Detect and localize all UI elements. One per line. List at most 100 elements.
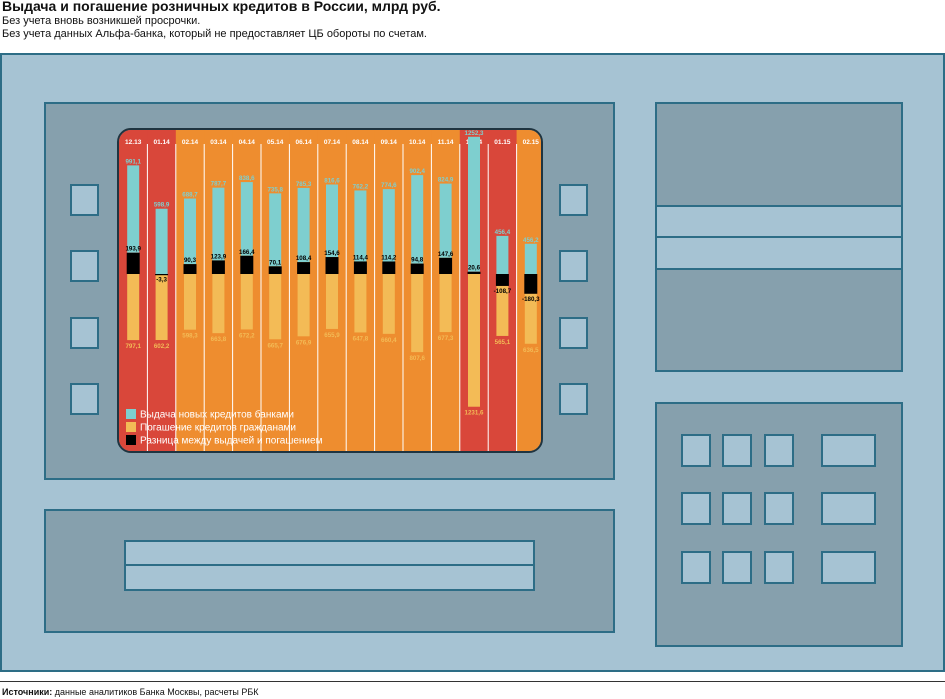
bar-difference	[325, 257, 339, 274]
x-tick-label: 01.14	[153, 139, 170, 146]
repaid-value-label: 636,5	[523, 347, 539, 354]
keypad-key	[764, 551, 794, 584]
bar-repaid	[212, 274, 225, 334]
bar-issued	[382, 189, 395, 262]
keypad-wide-key	[821, 492, 876, 525]
right-button-4	[559, 383, 588, 415]
bar-difference	[297, 262, 311, 274]
difference-value-label: 70,1	[269, 259, 282, 266]
repaid-value-label: 565,1	[495, 339, 511, 346]
repaid-value-label: 602,2	[154, 343, 170, 350]
x-tick-label: 02.15	[523, 139, 540, 146]
keypad-key	[722, 492, 752, 525]
bar-repaid	[127, 274, 140, 341]
bar-repaid	[269, 274, 282, 340]
keypad-wide-key	[821, 434, 876, 467]
bar-repaid	[297, 274, 310, 337]
bar-issued	[155, 208, 168, 274]
left-button-2	[70, 250, 99, 282]
issued-value-label: 824,9	[438, 177, 454, 184]
keypad-key	[681, 434, 711, 467]
x-tick-label: 03.14	[210, 139, 227, 146]
source-text: данные аналитиков Банка Москвы, расчеты …	[52, 687, 259, 697]
x-tick-label: 08.14	[352, 139, 369, 146]
bar-issued	[184, 198, 196, 265]
difference-value-label: 147,6	[438, 251, 454, 258]
legend-swatch	[126, 422, 136, 432]
difference-value-label: -3,3	[156, 276, 167, 283]
bar-repaid	[524, 293, 537, 344]
repaid-value-label: 1231,6	[465, 410, 484, 417]
repaid-value-label: 660,4	[381, 337, 397, 344]
repaid-value-label: 665,7	[267, 342, 283, 349]
bar-difference	[495, 274, 509, 286]
keypad-key	[722, 434, 752, 467]
bar-issued	[468, 136, 480, 272]
left-button-1	[70, 184, 99, 216]
keypad-key	[681, 551, 711, 584]
x-tick-label: 09.14	[381, 139, 398, 146]
bar-issued	[269, 193, 282, 267]
bar-issued	[411, 175, 424, 264]
legend-label: Погашение кредитов гражданами	[140, 423, 296, 434]
right-top-slot-1	[655, 205, 903, 238]
right-button-2	[559, 250, 588, 282]
issued-value-label: 456,4	[495, 229, 511, 236]
bar-difference	[211, 260, 225, 274]
repaid-value-label: 655,9	[324, 332, 340, 339]
bar-repaid	[382, 274, 395, 334]
issued-value-label: 735,8	[267, 186, 283, 193]
source-label: Источники:	[2, 687, 53, 697]
issued-value-label: 787,7	[211, 181, 227, 188]
issued-value-label: 762,2	[353, 183, 369, 190]
bar-repaid	[240, 274, 253, 330]
chart-subtitle-2: Без учета данных Альфа-банка, который не…	[2, 28, 427, 40]
legend-label: Разница между выдачей и погашением	[140, 436, 323, 447]
issued-value-label: 991,1	[125, 158, 141, 165]
repaid-value-label: 647,8	[353, 335, 369, 342]
x-tick-label: 12.13	[125, 139, 142, 146]
issued-value-label: 774,6	[381, 182, 397, 189]
bar-issued	[326, 184, 338, 258]
keypad-wide-key	[821, 551, 876, 584]
difference-value-label: 193,9	[125, 246, 141, 253]
x-tick-label: 04.14	[239, 139, 256, 146]
bar-difference	[524, 274, 538, 294]
x-tick-label: 07.14	[324, 139, 341, 146]
right-button-3	[559, 317, 588, 349]
x-tick-label: 05.14	[267, 139, 284, 146]
keypad-key	[681, 492, 711, 525]
difference-value-label: 90,3	[184, 257, 197, 264]
bar-difference	[155, 274, 169, 276]
difference-value-label: 166,4	[239, 249, 255, 256]
left-button-4	[70, 383, 99, 415]
issued-value-label: 838,6	[239, 175, 255, 182]
bottom-slot-1	[124, 540, 535, 566]
bar-difference	[126, 252, 140, 274]
left-button-3	[70, 317, 99, 349]
bar-repaid	[354, 274, 367, 333]
repaid-value-label: 663,8	[211, 336, 227, 343]
bar-difference	[183, 264, 197, 274]
repaid-value-label: 672,2	[239, 332, 255, 339]
x-tick-label: 10.14	[409, 139, 426, 146]
keypad-key	[764, 492, 794, 525]
difference-value-label: 108,4	[296, 255, 312, 262]
issued-value-label: 902,4	[409, 168, 425, 175]
repaid-value-label: 676,9	[296, 339, 312, 346]
bar-issued	[354, 190, 367, 262]
repaid-value-label: 807,6	[409, 355, 425, 362]
bar-difference	[467, 271, 481, 274]
issued-value-label: 816,6	[324, 178, 340, 185]
bar-difference	[268, 266, 282, 274]
x-tick-label: 02.14	[182, 139, 199, 146]
repaid-value-label: 677,3	[438, 335, 454, 342]
footer-divider	[0, 681, 945, 682]
difference-value-label: 94,8	[411, 257, 424, 264]
issued-value-label: 598,9	[154, 202, 170, 209]
difference-value-label: 154,6	[324, 250, 340, 257]
issued-value-label: 688,7	[182, 192, 198, 199]
bar-issued	[439, 183, 452, 258]
bar-repaid	[155, 274, 168, 341]
bar-difference	[439, 257, 453, 274]
